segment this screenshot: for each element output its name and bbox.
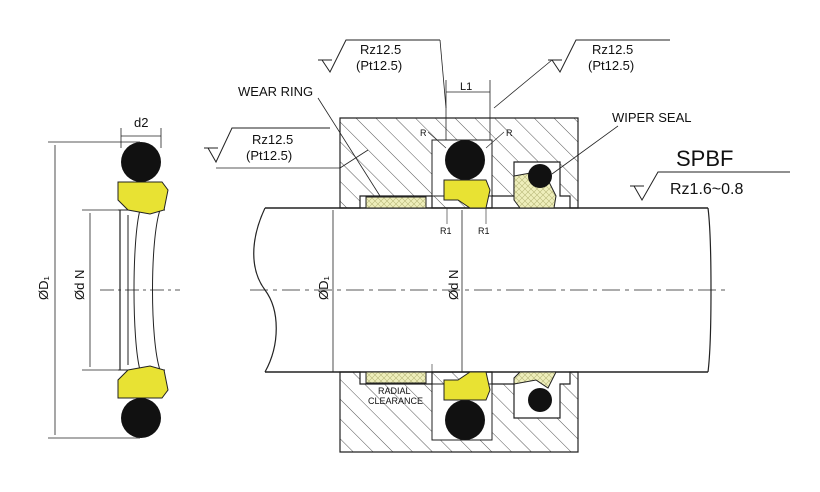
lip-seal-top (117, 181, 169, 215)
wiper-bottom (513, 371, 557, 412)
od1-mid-label: ØD₁ (316, 276, 331, 301)
roughness-symbol-top-right: Rz12.5 (Pt12.5) (493, 39, 670, 109)
ring-side-view: d2 ØD₁ Ød N (36, 115, 180, 439)
title: SPBF (676, 146, 733, 171)
wiper-seal-label: WIPER SEAL (612, 110, 691, 125)
clearance-label: CLEARANCE (368, 396, 423, 406)
wear-ring-label: WEAR RING (238, 84, 313, 99)
roughness-symbol-mid: Rz12.5 (Pt12.5) (204, 127, 369, 169)
wear-ring-top (365, 196, 427, 209)
radial-label: RADIAL (378, 386, 411, 396)
d2-label: d2 (134, 115, 148, 130)
odn-left-label: Ød N (72, 270, 87, 300)
rz-top-left: Rz12.5 (360, 42, 401, 57)
main-lip-top (443, 179, 491, 209)
rz-mid: Rz12.5 (252, 132, 293, 147)
main-lip-bottom (443, 371, 491, 401)
wear-ring-bottom (365, 371, 427, 384)
rz-top-right: Rz12.5 (592, 42, 633, 57)
roughness-symbol-rod: Rz1.6~0.8 (630, 171, 790, 202)
l1-label: L1 (460, 81, 472, 93)
o-ring-top (121, 142, 161, 182)
odn-mid-label: Ød N (446, 270, 461, 300)
pt-top-right: (Pt12.5) (588, 58, 634, 73)
r-right-label: R (506, 128, 513, 138)
r1-left-label: R1 (440, 226, 452, 236)
l1-dimension: L1 (445, 80, 491, 140)
pt-top-left: (Pt12.5) (356, 58, 402, 73)
r-left-label: R (420, 128, 427, 138)
r1-right-label: R1 (478, 226, 490, 236)
main-o-ring-top (445, 140, 485, 180)
roughness-symbol-top-left: Rz12.5 (Pt12.5) (318, 39, 447, 109)
o-ring-bottom (121, 398, 161, 438)
lip-seal-bottom (117, 365, 169, 399)
pt-mid: (Pt12.5) (246, 148, 292, 163)
rz-rod: Rz1.6~0.8 (670, 181, 743, 198)
wiper-top (513, 164, 557, 209)
od1-left-label: ØD₁ (36, 276, 51, 301)
main-o-ring-bottom (445, 400, 485, 440)
